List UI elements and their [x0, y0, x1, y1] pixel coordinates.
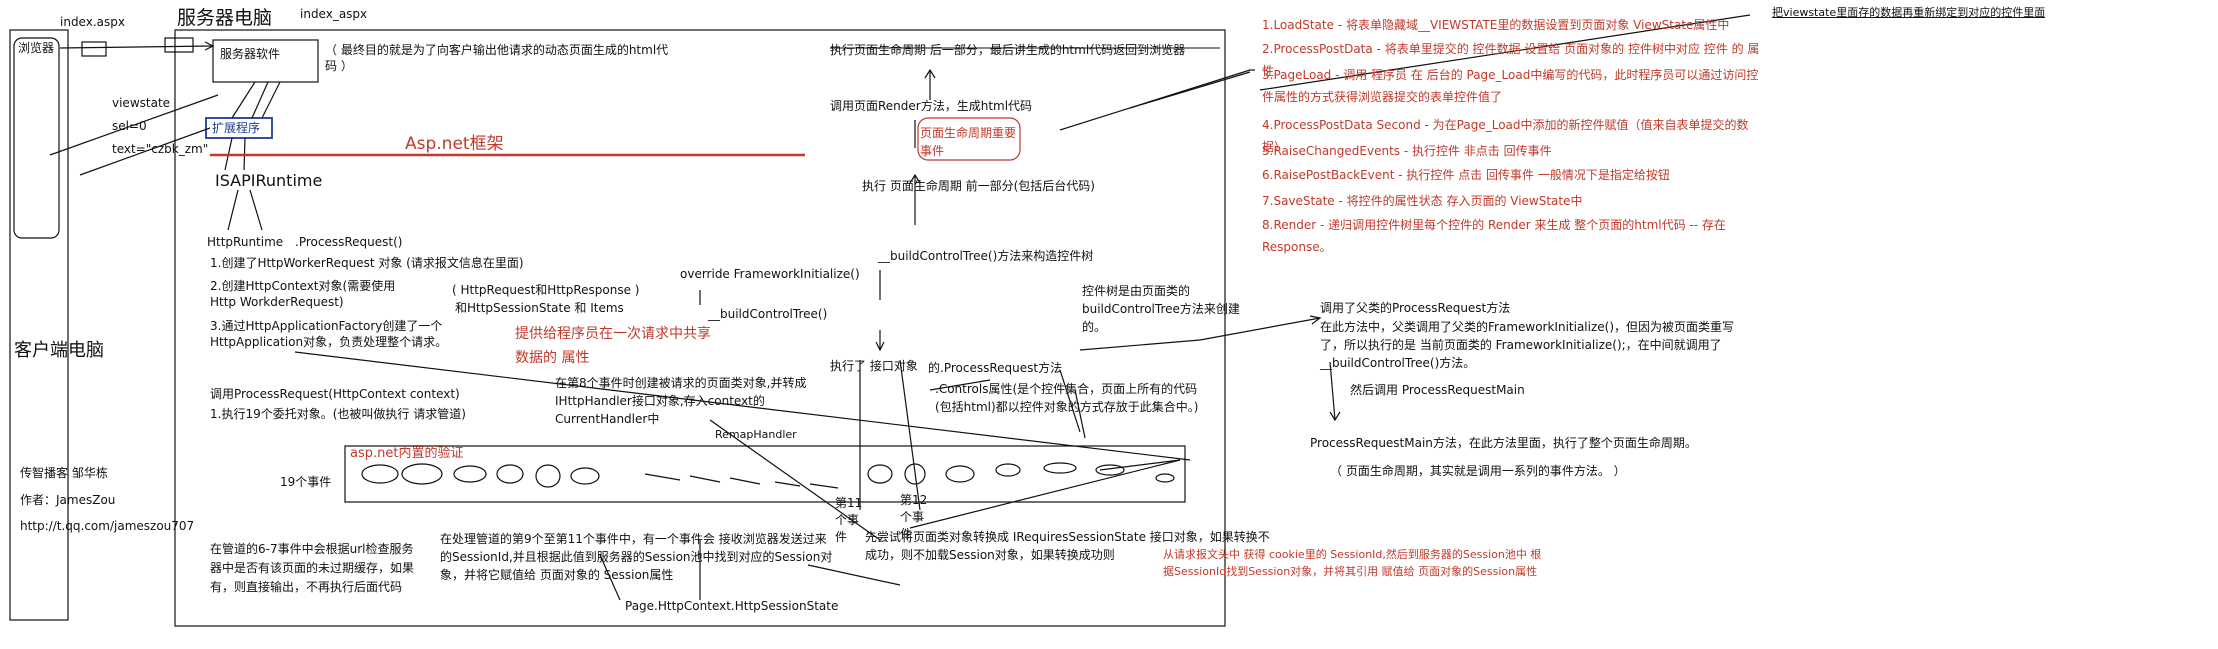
lifecycle-event-item: 3.PageLoad - 调用 程序员 在 后台的 Page_Load中编写的代… — [1262, 68, 1759, 104]
lifecycle-important-label: 页面生命周期重要事件 — [920, 126, 1017, 158]
process-request-label: .ProcessRequest() — [295, 235, 403, 249]
credit-org: 传智播客 邹华栋 — [20, 466, 108, 480]
control-tree-note: 控件树是由页面类的buildControlTree方法来创建的。 — [1082, 284, 1240, 334]
http-runtime-label: HttpRuntime — [207, 235, 284, 249]
remap-handler-label: RemapHandler — [715, 428, 797, 441]
lifecycle-event-item: 8.Render - 递归调用控件树里每个控件的 Render 来生成 整个页面… — [1262, 218, 1726, 254]
server-pc-label: 服务器电脑 — [177, 7, 273, 29]
then-call-label: 然后调用 ProcessRequestMain — [1350, 383, 1525, 397]
session-convert-note: 先尝试将页面类对象转换成 IRequiresSessionState 接口对象，… — [865, 530, 1270, 562]
pipeline-events — [361, 462, 1175, 489]
lifecycle-event-item: 6.RaisePostBackEvent - 执行控件 点击 回传事件 一般情况… — [1262, 168, 1670, 182]
events19-label: 19个事件 — [280, 475, 332, 489]
lifecycle-important-box — [917, 117, 1021, 161]
text-field-label: text="czbk_zm" — [112, 142, 209, 156]
credit-author: 作者：JamesZou — [20, 493, 116, 507]
extension-box — [205, 117, 273, 139]
override-fi-label: override FrameworkInitialize() — [680, 267, 860, 281]
extension-label: 扩展程序 — [212, 121, 261, 135]
pipeline-6-7-note: 在管道的6-7事件中会根据url检查服务器中是否有该页面的未过期缓存，如果有，则… — [210, 542, 415, 594]
lifecycle-back-label: 执行页面生命周期 后一部分，最后讲生成的html代码返回到浏览器 — [830, 43, 1186, 57]
server-note: （ 最终目的就是为了向客户输出他请求的动态页面生成的html代码 ） — [325, 43, 669, 73]
process-request-method-label: 的.ProcessRequest方法 — [928, 361, 1063, 375]
viewstate-note: 把viewstate里面存的数据再重新绑定到对应的控件里面 — [1772, 6, 2046, 19]
client-frame — [9, 29, 69, 621]
index-aspx-label-2: index_aspx — [300, 7, 368, 21]
client-pc-label: 客户端电脑 — [14, 340, 104, 361]
exec-interface-label: 执行了 接口对象 — [830, 359, 918, 373]
browser-box — [13, 37, 60, 239]
context-members-text: ( HttpRequest和HttpResponse ) — [452, 283, 640, 297]
event12-label: 第12个事件 — [900, 493, 928, 541]
parent-process-label: 调用了父类的ProcessRequest方法 — [1320, 301, 1511, 315]
lifecycle-event-item: 7.SaveState - 将控件的属性状态 存入页面的 ViewState中 — [1262, 194, 1583, 208]
call-process-text: 调用ProcessRequest(HttpContext context) — [210, 387, 460, 401]
http-session-state-label: Page.HttpContext.HttpSessionState — [625, 599, 839, 613]
step2-text: 2.创建HttpContext对象(需要使用Http WorkderReques… — [210, 279, 396, 309]
event8-note: 在第8个事件时创建被请求的页面类对象,并转成IHttpHandler接口对象,存… — [555, 376, 807, 426]
build-tree-call-label: __buildControlTree() — [708, 307, 828, 321]
credit-url: http://t.qq.com/jameszou707 — [20, 519, 195, 533]
step1-text: 1.创建了HttpWorkerRequest 对象 (请求报文信息在里面) — [210, 256, 524, 270]
context-members-text-2: 和HttpSessionState 和 Items — [455, 301, 624, 315]
isapi-runtime-label: ISAPIRuntime — [215, 171, 323, 190]
server-software-label: 服务器软件 — [220, 47, 281, 61]
event11-label: 第11个事件 — [835, 496, 863, 544]
exec19-text: 1.执行19个委托对象。(也被叫做执行 请求管道) — [210, 407, 466, 421]
index-aspx-label: index.aspx — [60, 15, 125, 29]
session-cookie-note: 从请求报文头中 获得 cookie里的 SessionId,然后到服务器的Ses… — [1163, 548, 1542, 578]
server-frame — [174, 29, 1226, 627]
shared-data-text: 提供给程序员在一次请求中共享数据的 属性 — [515, 326, 711, 366]
parent-detail-note: 在此方法中，父类调用了父类的FrameworkInitialize()，但因为被… — [1320, 320, 1735, 370]
main-method-label: ProcessRequestMain方法，在此方法里面，执行了整个页面生命周期。 — [1310, 436, 1697, 450]
pipeline-box — [344, 445, 1186, 503]
top-arrow — [59, 45, 214, 49]
lifecycle-event-item: 2.ProcessPostData - 将表单里提交的 控件数据 设置给 页面对… — [1262, 42, 1760, 78]
sel-label: sel=0 — [112, 119, 147, 133]
index-marker-2 — [164, 37, 194, 53]
lifecycle-event-item: 5.RaiseChangedEvents - 执行控件 非点击 回传事件 — [1262, 144, 1552, 158]
lifecycle-front-label: 执行 页面生命周期 前一部分(包括后台代码) — [862, 179, 1095, 193]
render-method-label: 调用页面Render方法，生成html代码 — [830, 99, 1033, 113]
aspnet-framework-label: Asp.net框架 — [405, 134, 504, 154]
browser-label: 浏览器 — [18, 41, 55, 55]
viewstate-label: viewstate — [112, 96, 171, 110]
pipeline-9-11-note: 在处理管道的第9个至第11个事件中，有一个事件会 接收浏览器发送过来的Sessi… — [440, 532, 833, 582]
index-marker-1 — [81, 41, 107, 57]
step3-text: 3.通过HttpApplicationFactory创建了一个HttpAppli… — [210, 319, 448, 349]
lifecycle-event-item: 1.LoadState - 将表单隐藏域__VIEWSTATE里的数据设置到页面… — [1262, 18, 1730, 32]
build-tree-method-label: __buildControlTree()方法来构造控件树 — [878, 249, 1094, 263]
aspnet-validation-label: asp.net内置的验证 — [350, 446, 464, 461]
server-software-box — [212, 39, 319, 83]
main-note-label: （ 页面生命周期，其实就是调用一系列的事件方法。 ） — [1330, 464, 1626, 478]
controls-prop-note: .Controls属性(是个控件集合，页面上所有的代码(包括html)都以控件对… — [935, 382, 1199, 414]
lifecycle-event-item: 4.ProcessPostData Second - 为在Page_Load中添… — [1262, 118, 1749, 154]
